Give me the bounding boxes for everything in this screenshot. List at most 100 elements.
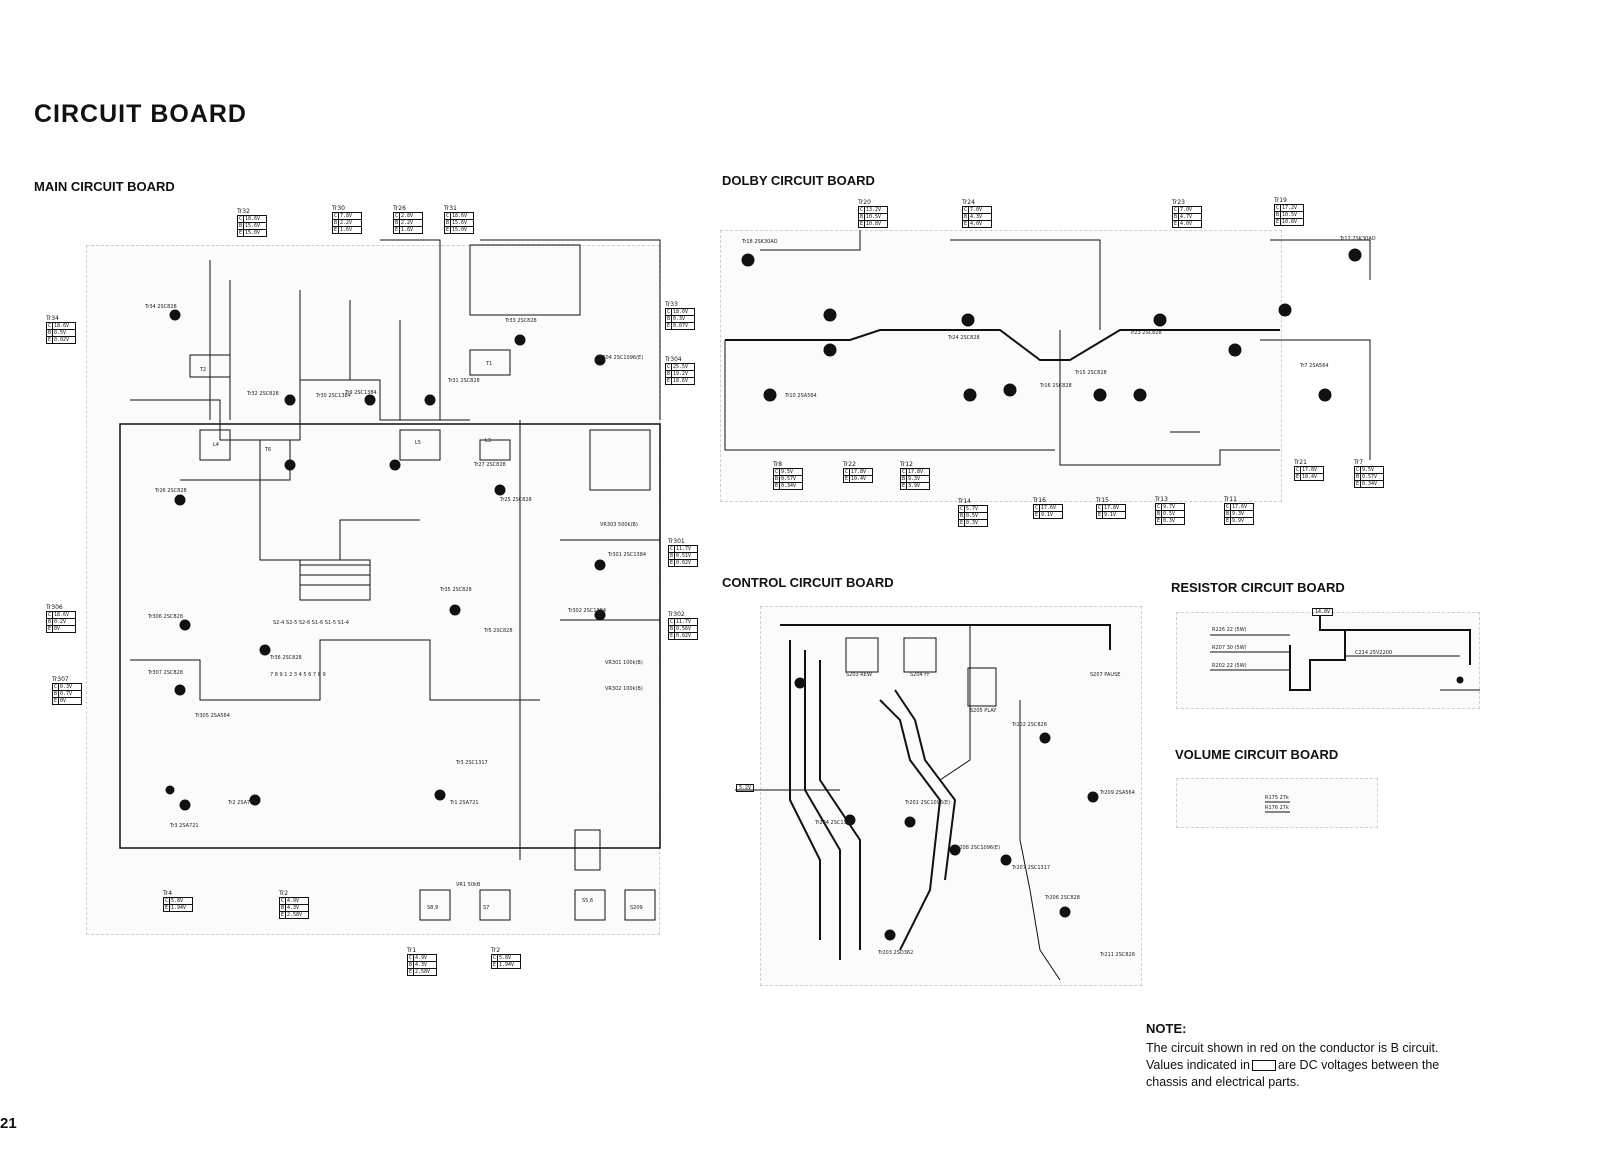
component-label: Tr17 2SK30AO: [1340, 236, 1376, 242]
component-label: Tr27 2SC828: [474, 462, 506, 468]
component-label: Tr9 2SC1384: [345, 390, 377, 396]
component-label: Tr26 2SC828: [155, 488, 187, 494]
volume-board: [1176, 778, 1378, 828]
component-label: S2-4 S2-5 S2-6 S1-6 S1-5 S1-4: [273, 620, 349, 626]
component-label: T1: [486, 361, 493, 367]
component-label: 7 8 9 1 2 3 4 5 6 7 8 9: [270, 672, 326, 678]
component-label: Tr207 2SC1317: [1012, 865, 1051, 871]
note-line-2a: Values indicated in: [1146, 1058, 1251, 1072]
component-label: Tr16 2SC828: [1040, 383, 1072, 389]
component-label: Tr202 2SC828: [1012, 722, 1047, 728]
component-label: Tr31 2SC828: [448, 378, 480, 384]
component-label: Tr24 2SC828: [948, 335, 980, 341]
component-label: Tr36 2SC828: [270, 655, 302, 661]
dolby-board: [720, 230, 1282, 502]
note-line-2b: are DC voltages between the: [1278, 1058, 1440, 1072]
component-label: C214 25V2200: [1355, 650, 1393, 656]
component-label: Tr203 2SD362: [878, 950, 914, 956]
component-label: R207 30 (5W): [1212, 645, 1247, 651]
component-label: S5,6: [582, 898, 594, 904]
component-label: Tr1 2SA721: [450, 800, 479, 806]
component-label: Tr33 2SC828: [505, 318, 537, 324]
component-label: Tr306 2SC828: [148, 614, 183, 620]
component-label: T6: [265, 447, 272, 453]
component-label: S203 REW: [846, 672, 872, 678]
component-label: Tr302 2SC1384: [568, 608, 607, 614]
component-label: Tr34 2SC828: [145, 304, 177, 310]
component-label: VR301 100k(B): [605, 660, 643, 666]
control-voltage-box: 5.2V: [736, 784, 755, 792]
component-label: Tr206 2SC828: [1045, 895, 1080, 901]
note-text: The circuit shown in red on the conducto…: [1146, 1040, 1486, 1091]
component-label: Tr5 2SC828: [484, 628, 513, 634]
component-label: S205 PLAY: [970, 708, 997, 714]
resistor-board-title: RESISTOR CIRCUIT BOARD: [1171, 580, 1345, 595]
component-label: Tr25 2SC828: [500, 497, 532, 503]
control-board-title: CONTROL CIRCUIT BOARD: [722, 575, 894, 590]
component-label: Tr305 2SA564: [195, 713, 230, 719]
component-label: Tr2 2SA721: [228, 800, 257, 806]
component-label: VR302 100k(B): [605, 686, 643, 692]
component-label: Tr307 2SC828: [148, 670, 183, 676]
volume-board-title: VOLUME CIRCUIT BOARD: [1175, 747, 1339, 762]
component-label: Tr204 2SC1317: [815, 820, 854, 826]
resistor-voltage-box: 14.0V: [1312, 608, 1334, 616]
component-label: R175 27k: [1265, 795, 1289, 801]
component-label: Tr35 2SC828: [440, 587, 472, 593]
component-label: Tr301 2SC1384: [608, 552, 647, 558]
component-label: VR303 500k(B): [600, 522, 638, 528]
note-line-3: chassis and electrical parts.: [1146, 1075, 1300, 1089]
page-title: CIRCUIT BOARD: [34, 100, 247, 128]
note-line-2: Values indicated in are DC voltages betwe…: [1146, 1057, 1486, 1074]
component-label: Tr304 2SC1096(E): [598, 355, 644, 361]
voltage-box-icon: [1252, 1060, 1277, 1072]
component-label: L4: [213, 442, 219, 448]
component-label: Tr201 2SC1096(E): [905, 800, 951, 806]
component-label: Tr211 2SC828: [1100, 952, 1135, 958]
component-label: R176 27k: [1265, 805, 1289, 811]
component-label: Tr3 2SC1317: [456, 760, 488, 766]
component-label: S207 PAUSE: [1090, 672, 1121, 678]
component-label: T2: [200, 367, 207, 373]
page-number: 21: [0, 1115, 17, 1132]
component-label: L3: [485, 438, 491, 444]
note-line-1: The circuit shown in red on the conducto…: [1146, 1041, 1439, 1055]
component-label: L5: [415, 440, 421, 446]
component-label: Tr7 2SA564: [1300, 363, 1329, 369]
component-label: S209: [630, 905, 643, 911]
component-label: Tr15 2SC828: [1075, 370, 1107, 376]
component-label: Tr30 2SC1384: [316, 393, 351, 399]
main-board-title: MAIN CIRCUIT BOARD: [34, 179, 175, 194]
component-label: Tr18 2SK30AO: [742, 239, 778, 245]
component-label: S8,9: [427, 905, 439, 911]
dolby-board-title: DOLBY CIRCUIT BOARD: [722, 173, 875, 188]
